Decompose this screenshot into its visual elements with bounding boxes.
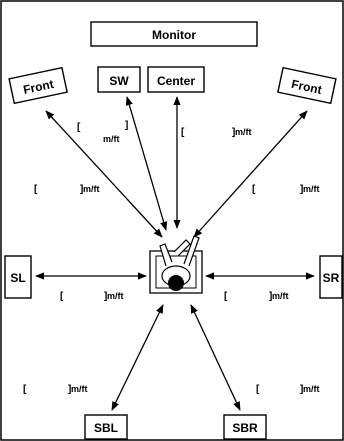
- listener-icon: [149, 235, 203, 294]
- distance-sbl: [ ] m/ft: [23, 384, 88, 395]
- sbr-speaker: SBR: [223, 414, 267, 440]
- bracket-open: [: [181, 127, 185, 138]
- unit-label: m/ft: [303, 384, 320, 394]
- bracket-close: ]: [125, 120, 128, 131]
- bracket-open: [: [23, 384, 27, 395]
- unit-label: m/ft: [272, 291, 289, 301]
- sbl-label: SBL: [94, 421, 118, 435]
- bracket-open: [: [77, 122, 81, 133]
- sr-label: SR: [323, 271, 340, 285]
- bracket-close: ]: [232, 127, 235, 138]
- monitor-label: Monitor: [152, 28, 196, 42]
- center-speaker: Center: [147, 66, 205, 93]
- center-label: Center: [157, 74, 195, 88]
- bracket-close: ]: [269, 291, 272, 302]
- sw-label: SW: [109, 74, 129, 88]
- distance-front-right: [ ] m/ft: [252, 184, 320, 195]
- arrow-front-right: [193, 110, 308, 238]
- bracket-close: ]: [104, 291, 107, 302]
- distance-center: [ ] m/ft: [181, 127, 252, 138]
- unit-label: m/ft: [83, 184, 100, 194]
- bracket-open: [: [60, 291, 64, 302]
- unit-label: m/ft: [107, 291, 124, 301]
- unit-label: m/ft: [235, 127, 252, 137]
- distance-sr: [ ] m/ft: [224, 291, 289, 302]
- distance-sw: ] m/ft: [103, 120, 128, 144]
- front-left-speaker: Front: [8, 66, 68, 105]
- front-right-speaker: Front: [277, 66, 337, 105]
- arrow-sbr: [190, 304, 241, 411]
- sbl-speaker: SBL: [84, 414, 128, 440]
- bracket-close: ]: [80, 184, 83, 195]
- sr-speaker: SR: [319, 255, 343, 299]
- distance-front-left: [: [77, 122, 81, 133]
- unit-label: m/ft: [103, 134, 120, 144]
- bracket-close: ]: [68, 384, 71, 395]
- front-left-label: Front: [22, 77, 55, 97]
- unit-label: m/ft: [71, 384, 88, 394]
- bracket-open: [: [252, 184, 256, 195]
- distance-sl: [ ] m/ft: [60, 291, 124, 302]
- arrow-front-left: [45, 110, 163, 238]
- bracket-open: [: [256, 384, 260, 395]
- distance-sbr: [ ] m/ft: [256, 384, 320, 395]
- sbr-label: SBR: [232, 421, 258, 435]
- sl-label: SL: [10, 271, 25, 285]
- arrow-sw: [125, 96, 168, 231]
- front-right-label: Front: [290, 77, 323, 97]
- bracket-open: [: [224, 291, 228, 302]
- distance-front-left-value: [ ] m/ft: [34, 184, 100, 195]
- bracket-close: ]: [300, 384, 303, 395]
- bracket-close: ]: [300, 184, 303, 195]
- bracket-open: [: [34, 184, 38, 195]
- monitor-box: Monitor: [90, 21, 258, 47]
- unit-label: m/ft: [303, 184, 320, 194]
- arrow-sbl: [111, 304, 164, 411]
- sw-speaker: SW: [97, 66, 141, 93]
- sl-speaker: SL: [4, 255, 32, 299]
